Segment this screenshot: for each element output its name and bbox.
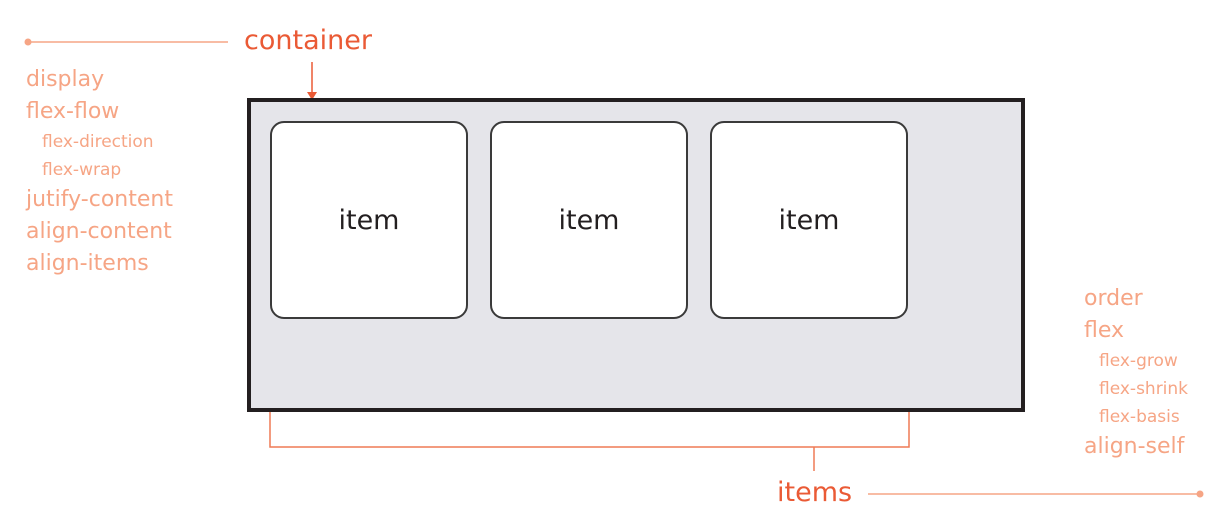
item-property-flex: flex: [1084, 318, 1125, 343]
container-properties-list: display flex-flow flex-direction flex-wrap j…: [26, 64, 173, 280]
flex-item: item: [270, 121, 468, 319]
item-properties-list: order flex flex-grow flex-shrink flex-basis a…: [1084, 283, 1188, 463]
items-line-dot: [1196, 490, 1204, 498]
item-property-flex-basis: flex-basis: [1099, 407, 1180, 427]
container-property-display: display: [26, 67, 105, 92]
flex-container-box: item item item: [247, 98, 1025, 412]
container-property-align-items: align-items: [26, 251, 149, 276]
item-property-align-self: align-self: [1084, 434, 1185, 459]
items-heading: items: [777, 477, 853, 508]
container-property-flex-direction: flex-direction: [42, 132, 154, 152]
flex-item: item: [710, 121, 908, 319]
container-pointer-arrowhead: [307, 92, 317, 100]
container-heading: container: [244, 25, 372, 56]
flex-item: item: [490, 121, 688, 319]
container-property-align-content: align-content: [26, 219, 172, 244]
container-property-flex-wrap: flex-wrap: [42, 160, 122, 180]
item-property-order: order: [1084, 286, 1143, 311]
container-property-jutify-content: jutify-content: [26, 187, 173, 212]
item-property-flex-shrink: flex-shrink: [1099, 379, 1189, 399]
container-property-flex-flow: flex-flow: [26, 99, 120, 124]
item-property-flex-grow: flex-grow: [1099, 351, 1178, 371]
